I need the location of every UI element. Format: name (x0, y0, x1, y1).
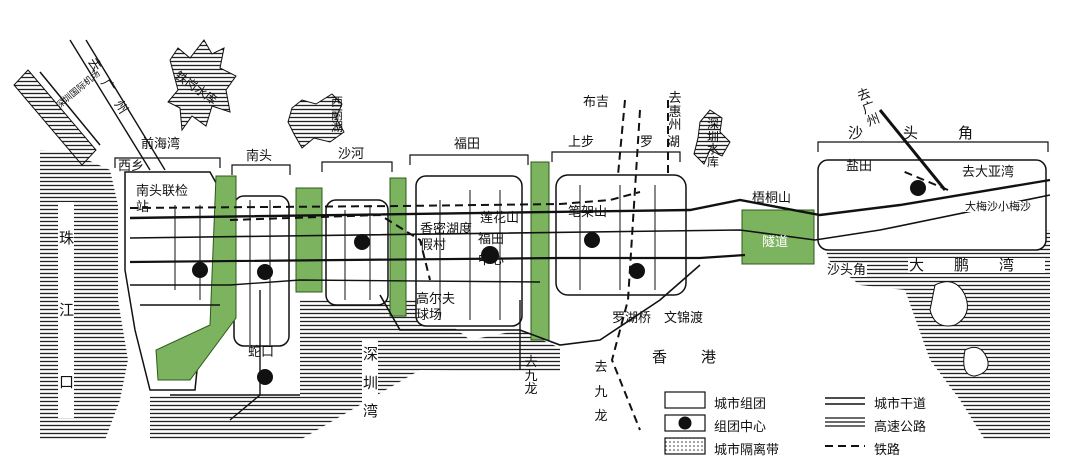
label-futian-center: 福田中心 (478, 232, 505, 268)
center-luohu (629, 263, 645, 279)
legend-swatch-belt (664, 437, 706, 455)
belt-futian-shangbu (530, 161, 550, 341)
label-wutongshan: 梧桐山 (752, 191, 792, 206)
label-dameisha: 大梅沙小梅沙 (965, 200, 1031, 213)
railway-shekou (229, 213, 431, 281)
airport (13, 69, 101, 166)
legend-label-railway: 铁路 (874, 443, 901, 458)
tiegang-reservoir-shape (167, 39, 237, 132)
label-shangbu: 上步 (568, 135, 595, 150)
center-yantian (910, 180, 926, 196)
label-lianhuashan: 莲花山 (480, 211, 520, 226)
label-to-kowloon-rail: 去九龙 (594, 360, 608, 425)
belt-nantou-shahe (295, 187, 323, 293)
label-shenzhen-bay: 深圳湾 (362, 340, 378, 426)
legend-swatch-cluster (664, 391, 706, 409)
label-wenjindu: 文锦渡 (664, 311, 704, 326)
label-golf-course: 高尔夫球场 (416, 292, 456, 323)
center-shekou (257, 369, 273, 385)
label-shekou: 蛇口 (248, 345, 275, 360)
legend-label-arterial: 城市干道 (874, 397, 927, 412)
shenzhen-bay-water (150, 300, 560, 440)
islands (929, 281, 989, 377)
label-shenzhen-reservoir: 深圳水库 (706, 117, 719, 169)
label-luohu: 罗湖 (640, 135, 695, 150)
shenzhen-reservoir-shape (693, 109, 731, 165)
railway-main (129, 191, 641, 209)
xili-lake-shape (287, 93, 345, 149)
railways (129, 99, 949, 431)
label-xili-lake: 西丽湖 (330, 95, 343, 135)
label-shatoujiao: 沙头角 (826, 263, 868, 278)
label-luohu-bridge: 罗湖桥 (612, 311, 652, 326)
dapeng-bay-water (830, 262, 1050, 440)
legend-label-belt: 城市隔离带 (714, 443, 780, 458)
cluster-yantian (817, 159, 1047, 251)
cluster-shangbu (555, 174, 687, 296)
label-futian: 福田 (454, 137, 481, 152)
center-futian (481, 246, 499, 264)
label-shahe: 沙河 (338, 147, 365, 162)
label-nantou-checkpoint: 南头联检站 (136, 184, 189, 215)
belt-wutongshan (741, 209, 815, 265)
label-to-huizhou: 去惠州 (668, 91, 682, 134)
railway-hk-vertical (617, 99, 626, 176)
railway-guangzhou (69, 39, 151, 171)
legend-label-expressway: 高速公路 (874, 420, 927, 435)
main-arterial-mid (129, 194, 1051, 241)
label-to-dayawan: 去大亚湾 (962, 165, 1015, 180)
legend-label-center: 组团中心 (714, 420, 767, 435)
label-dapeng-bay: 大鹏湾 (908, 256, 1046, 274)
belt-shahe-futian (389, 177, 407, 317)
center-shahe (354, 234, 370, 250)
label-nantou: 南头 (246, 149, 273, 164)
center-nantou (257, 264, 273, 280)
reservoirs (167, 39, 731, 165)
label-qianhaiwan: 前海湾 (141, 137, 181, 152)
center-shangbu (584, 232, 600, 248)
belt-nantou-shekou (155, 175, 237, 381)
cluster-centers (192, 180, 926, 385)
center-qianhai (192, 262, 208, 278)
label-hongkong: 香港 (652, 348, 751, 366)
railway-yantian (899, 169, 949, 191)
cluster-shahe (325, 199, 389, 306)
railway-kowloon (610, 109, 641, 431)
label-pearl-river: 珠江口 (58, 202, 74, 418)
main-arterial-north (129, 178, 1051, 220)
label-yantian: 盐田 (846, 159, 873, 174)
label-to-kowloon: 去九龙 (524, 355, 538, 398)
district-brackets (114, 141, 1049, 175)
pearl-river-estuary (40, 150, 128, 440)
label-xixiang: 西乡 (118, 159, 145, 174)
label-buji: 布吉 (583, 95, 610, 110)
label-bijiashan: 笔架山 (568, 205, 608, 220)
legend-swatch-arterial (825, 397, 865, 405)
label-xiangmi-lake: 香密湖度假村 (420, 222, 473, 253)
label-shatoujiao-top: 沙头角 (848, 124, 1014, 142)
legend-symbols (664, 391, 865, 455)
legend-swatch-expressway (825, 417, 865, 427)
label-tunnel: 隧道 (762, 235, 789, 250)
legend-label-cluster: 城市组团 (714, 397, 767, 412)
